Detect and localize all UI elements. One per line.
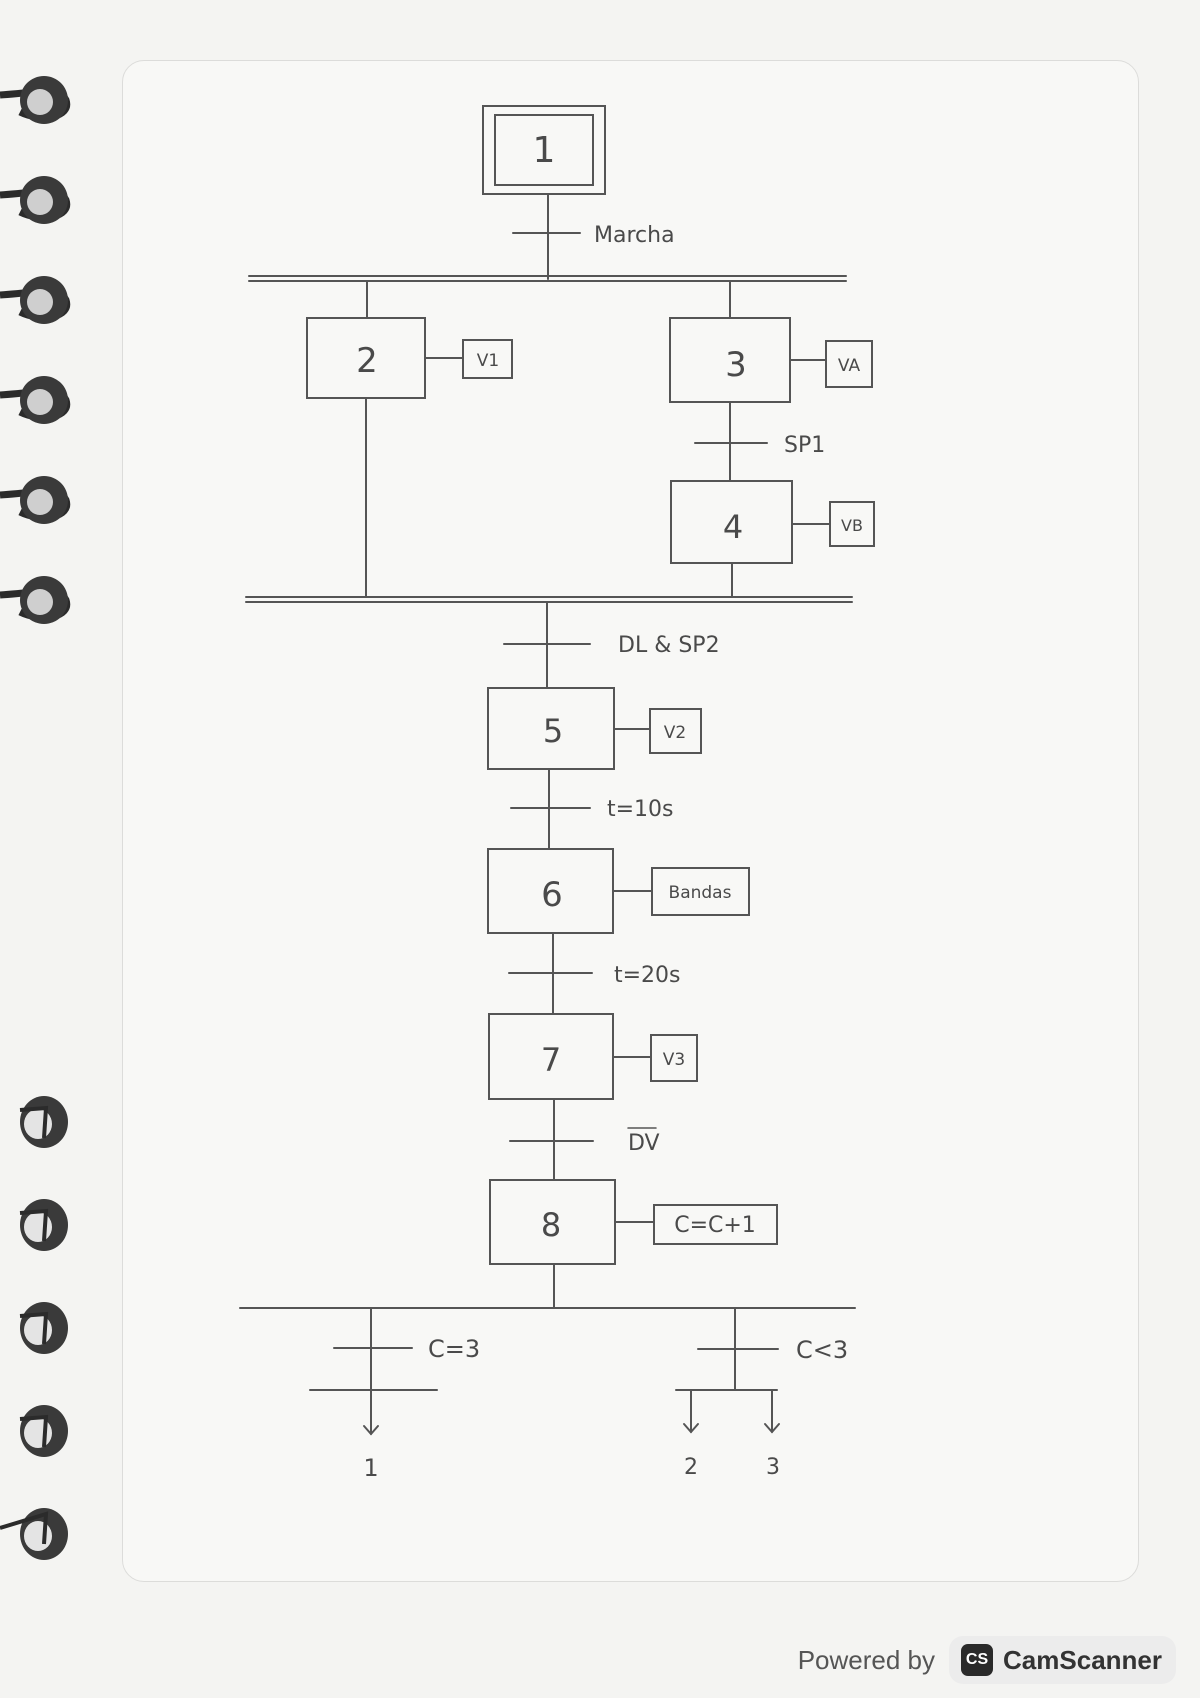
step-6-number: 6 xyxy=(541,875,563,915)
action-box-step-3 xyxy=(825,340,873,388)
binding-ring xyxy=(0,276,71,324)
jump-arrow-to-1 xyxy=(363,1425,379,1436)
binding-ring xyxy=(0,176,71,224)
step-4-number: 4 xyxy=(723,508,743,546)
binding-ring xyxy=(0,576,71,624)
binding-ring xyxy=(0,476,71,524)
notebook-page xyxy=(122,60,1139,1582)
action-label-step-4: VB xyxy=(841,516,863,535)
camscanner-watermark: Powered by CS CamScanner xyxy=(798,1636,1176,1684)
initial-step-outer-box xyxy=(482,105,606,195)
action-label-step-5: V2 xyxy=(664,723,686,743)
step-2-number: 2 xyxy=(356,341,378,381)
jump-arrow-to-2 xyxy=(683,1423,699,1434)
transition-label-marcha: Marcha xyxy=(594,223,675,248)
binding-ring xyxy=(0,1508,68,1560)
jump-target-3: 3 xyxy=(766,1455,780,1480)
jump-target-1: 1 xyxy=(363,1454,378,1482)
transition-label-c-eq-3: C=3 xyxy=(428,1335,480,1363)
action-box-step-6 xyxy=(651,867,750,916)
spiral-binding xyxy=(0,76,71,1560)
binding-ring xyxy=(19,1405,68,1457)
step-7-number: 7 xyxy=(541,1041,561,1079)
action-label-step-7: V3 xyxy=(663,1050,685,1070)
action-label-step-2: V1 xyxy=(477,351,499,371)
step-8-number: 8 xyxy=(541,1206,561,1244)
action-label-step-6: Bandas xyxy=(669,883,732,903)
transition-label-t10: t=10s xyxy=(607,797,674,822)
action-box-step-4 xyxy=(829,501,875,547)
transition-label-dl-sp2: DL & SP2 xyxy=(618,633,720,658)
action-box-step-2 xyxy=(462,339,513,379)
action-label-step-8: C=C+1 xyxy=(674,1213,756,1238)
camscanner-brand: CamScanner xyxy=(1003,1644,1162,1675)
transition-label-c-lt-3: C<3 xyxy=(796,1336,848,1364)
camscanner-badge: CS CamScanner xyxy=(949,1636,1176,1684)
initial-step-inner-box xyxy=(494,114,594,186)
step-3-number: 3 xyxy=(725,345,747,385)
action-box-step-7 xyxy=(650,1034,698,1082)
jump-arrow-to-3 xyxy=(764,1423,780,1434)
jump-target-2: 2 xyxy=(684,1455,698,1480)
binding-ring xyxy=(19,1199,68,1251)
transition-label-sp1: SP1 xyxy=(784,433,825,458)
transition-label-t20: t=20s xyxy=(614,963,681,988)
binding-ring xyxy=(19,1096,68,1148)
transition-label-dv: DV xyxy=(628,1131,660,1156)
initial-step-number: 1 xyxy=(533,130,556,171)
binding-ring xyxy=(19,1302,68,1354)
action-box-step-5 xyxy=(649,708,702,754)
binding-ring xyxy=(0,376,71,424)
powered-by-text: Powered by xyxy=(797,1644,936,1675)
action-box-step-8 xyxy=(653,1204,778,1245)
camscanner-logo-icon: CS xyxy=(961,1644,994,1676)
action-label-step-3: VA xyxy=(838,356,861,376)
step-5-number: 5 xyxy=(543,712,563,750)
binding-ring xyxy=(0,76,71,124)
